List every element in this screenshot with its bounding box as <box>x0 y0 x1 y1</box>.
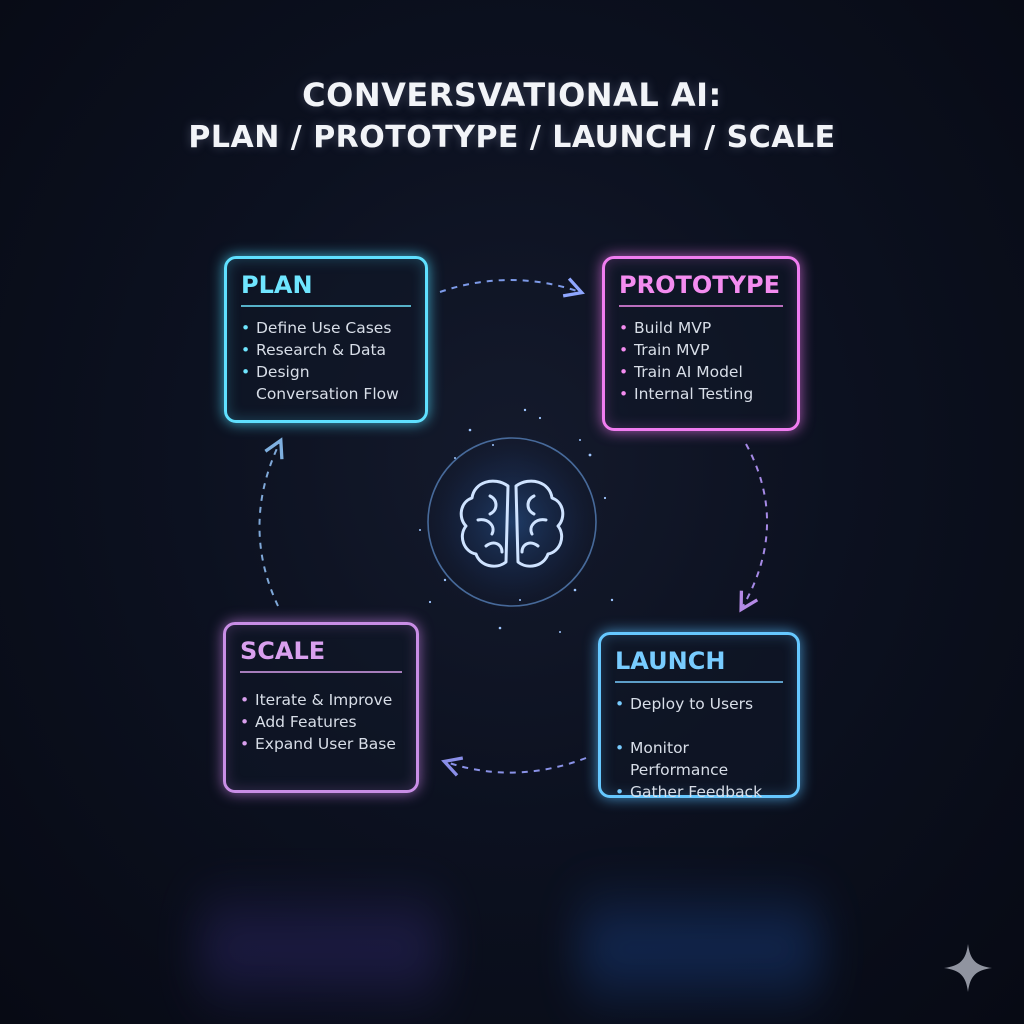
brain-icon <box>459 479 565 568</box>
stage-list-prototype: Build MVP Train MVP Train AI Model Inter… <box>619 317 783 405</box>
stage-item: Research & Data <box>241 339 411 361</box>
stage-title-scale: SCALE <box>240 637 402 673</box>
arrow-launch-to-scale <box>441 756 587 777</box>
stage-item: Expand User Base <box>240 733 402 755</box>
central-brain-node <box>350 408 680 633</box>
stage-title-launch: LAUNCH <box>615 647 783 683</box>
stage-list-plan: Define Use Cases Research & Data Design … <box>241 317 411 405</box>
stage-item: Monitor Performance <box>615 737 783 781</box>
stage-item: Design Conversation Flow <box>241 361 411 405</box>
diagram-title: CONVERSVATIONAL AI: <box>302 76 722 114</box>
arrow-prototype-to-launch <box>739 443 768 613</box>
data-streaks <box>350 509 680 535</box>
stage-item: Add Features <box>240 711 402 733</box>
stage-item: Deploy to Users <box>615 693 783 715</box>
arrow-plan-to-prototype <box>439 277 585 298</box>
arrow-scale-to-plan <box>258 437 284 607</box>
sparkle-icon <box>944 944 992 992</box>
stage-item: Train MVP <box>619 339 783 361</box>
floor-reflection-right <box>580 874 820 1024</box>
stage-list-scale: Iterate & Improve Add Features Expand Us… <box>240 689 402 755</box>
particle-dots <box>419 408 614 633</box>
stage-item: Gather Feedback <box>615 781 783 803</box>
stage-item: Internal Testing <box>619 383 783 405</box>
stage-card-launch: LAUNCH Deploy to Users Monitor Performan… <box>598 632 800 803</box>
stage-title-plan: PLAN <box>241 271 411 307</box>
stage-card-scale: SCALE Iterate & Improve Add Features Exp… <box>223 622 419 793</box>
stage-list-launch: Deploy to Users Monitor Performance Gath… <box>615 693 783 803</box>
brain-ring <box>427 437 597 607</box>
stage-item: Build MVP <box>619 317 783 339</box>
stage-card-plan: PLAN Define Use Cases Research & Data De… <box>224 256 428 423</box>
floor-reflection-left <box>200 874 440 1024</box>
diagram-subtitle: PLAN / PROTOTYPE / LAUNCH / SCALE <box>188 120 836 155</box>
stage-title-prototype: PROTOTYPE <box>619 271 783 307</box>
stage-card-prototype: PROTOTYPE Build MVP Train MVP Train AI M… <box>602 256 800 431</box>
stage-item: Train AI Model <box>619 361 783 383</box>
stage-item: Define Use Cases <box>241 317 411 339</box>
stage-item: Iterate & Improve <box>240 689 402 711</box>
